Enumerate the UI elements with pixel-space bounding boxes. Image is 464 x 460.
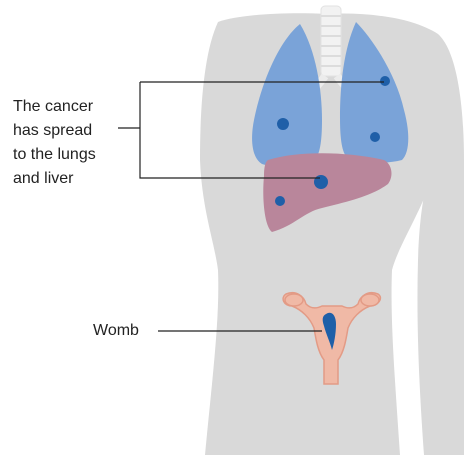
womb-label: Womb	[93, 320, 139, 342]
tumour-lung-left-upper	[380, 76, 390, 86]
tumour-liver-small	[275, 196, 285, 206]
tumour-liver-main	[314, 175, 328, 189]
tumour-lung-left-lower	[370, 132, 380, 142]
spread-label: The cancer has spread to the lungs and l…	[13, 95, 96, 191]
body-silhouette	[200, 13, 464, 455]
tumour-lung-right	[277, 118, 289, 130]
